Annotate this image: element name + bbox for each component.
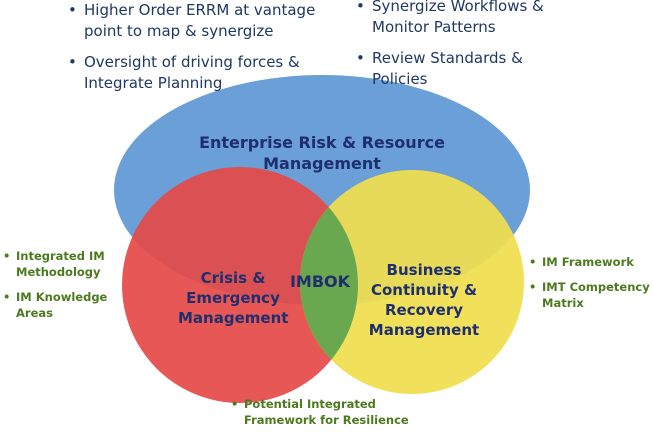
right-bullets: IM Framework IMT Competency Matrix <box>528 254 653 320</box>
top-right-bullet-1: Synergize Workflows & Monitor Patterns <box>354 0 564 38</box>
crisis-circle <box>122 167 358 403</box>
errm-label: Enterprise Risk & Resource Management <box>199 133 445 173</box>
business-label: Business Continuity & Recovery Managemen… <box>368 261 480 339</box>
top-right-bullet-2: Review Standards & Policies <box>354 48 564 90</box>
bottom-bullet-1: Potential Integrated Framework for Resil… <box>230 396 430 428</box>
right-bullet-2: IMT Competency Matrix <box>528 279 653 311</box>
left-bullets: Integrated IM Methodology IM Knowledge A… <box>2 248 117 330</box>
top-right-bullets: Synergize Workflows & Monitor Patterns R… <box>354 0 564 100</box>
top-left-bullets: Higher Order ERRM at vantage point to ma… <box>66 0 326 104</box>
right-bullet-1: IM Framework <box>528 254 653 270</box>
bottom-bullets: Potential Integrated Framework for Resil… <box>230 396 430 437</box>
top-left-bullet-1: Higher Order ERRM at vantage point to ma… <box>66 0 326 42</box>
crisis-label: Crisis & Emergency Management <box>178 269 289 327</box>
business-circle <box>300 170 524 394</box>
imbok-label: IMBOK <box>289 272 351 291</box>
left-bullet-1: Integrated IM Methodology <box>2 248 117 280</box>
top-left-bullet-2: Oversight of driving forces & Integrate … <box>66 52 326 94</box>
left-bullet-2: IM Knowledge Areas <box>2 289 117 321</box>
